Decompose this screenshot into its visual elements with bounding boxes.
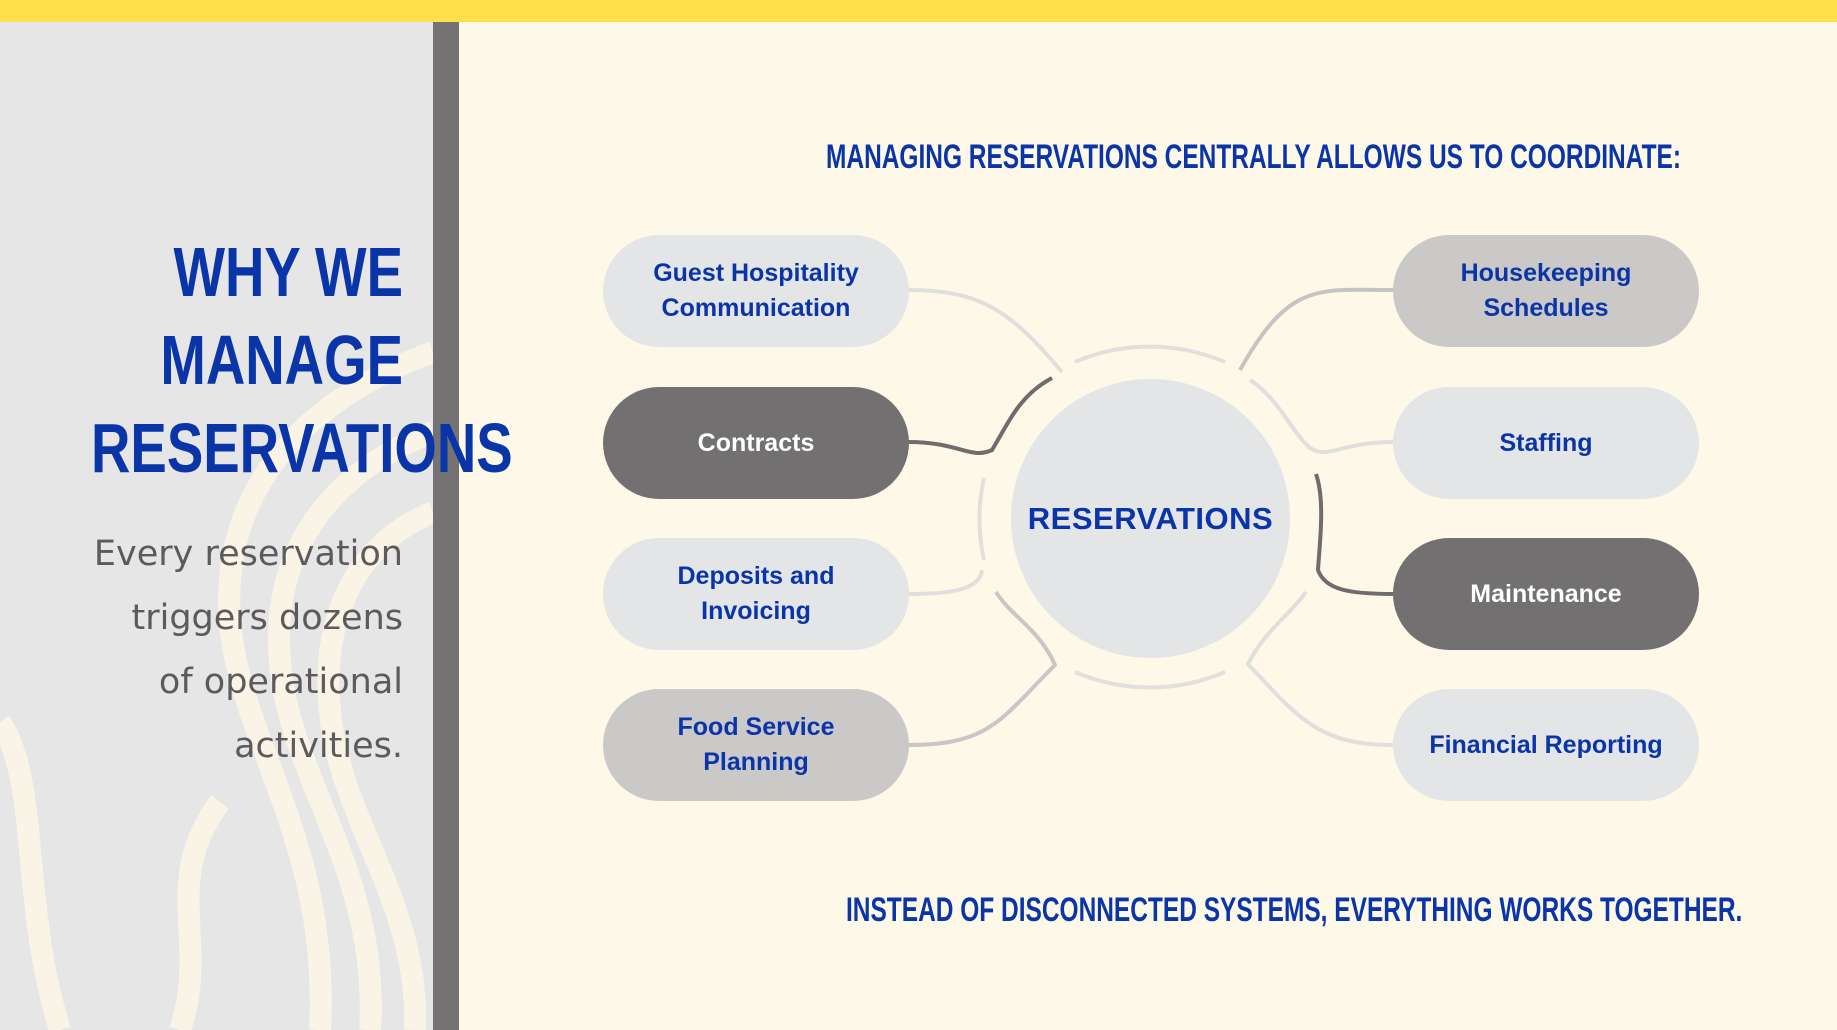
intro-text: Every reservation triggers dozens of ope… (43, 522, 403, 778)
connector-financial (1245, 590, 1394, 747)
node-label-line: Deposits and (677, 562, 835, 590)
intro-line: Every reservation (93, 534, 403, 574)
connector-contracts (907, 376, 1053, 456)
title-line: MANAGE (160, 321, 403, 399)
connector-food (907, 590, 1058, 747)
node-label-line: Contracts (697, 428, 815, 457)
node-label-line: Guest Hospitality (653, 259, 859, 287)
decorative-swirl-pattern (0, 341, 433, 1030)
ring-arc-left (977, 477, 986, 561)
connector-housekeeping (1238, 287, 1394, 371)
hub-label: RESERVATIONS (1027, 500, 1274, 536)
node-label-line: Invoicing (701, 597, 811, 625)
node-financial-reporting: Financial Reporting (1393, 689, 1699, 801)
node-label-line: Financial Reporting (1429, 730, 1663, 759)
vertical-divider (433, 22, 459, 1030)
connector-guest (907, 288, 1064, 374)
node-staffing: Staffing (1393, 387, 1699, 499)
node-maintenance: Maintenance (1393, 538, 1699, 650)
footer-statement: INSTEAD OF DISCONNECTED SYSTEMS, EVERYTH… (846, 891, 1743, 929)
connector-deposits (907, 569, 984, 596)
node-label-line: Food Service (677, 713, 835, 741)
title-line: WHY WE (173, 233, 403, 311)
ring-arc-bottom (1074, 670, 1226, 690)
intro-line: of operational (158, 662, 403, 702)
connector-staffing (1248, 378, 1394, 454)
node-contracts: Contracts (603, 387, 909, 499)
node-label-line: Schedules (1483, 294, 1609, 322)
node-label-line: Planning (703, 748, 809, 776)
node-label-line: Staffing (1499, 428, 1593, 457)
ring-arc-top (1074, 344, 1226, 364)
intro-line: triggers dozens (131, 598, 403, 638)
node-label-line: Housekeeping (1460, 259, 1632, 287)
intro-line: activities. (234, 726, 403, 766)
top-accent-bar (0, 0, 1837, 22)
hub-reservations: RESERVATIONS (1011, 379, 1290, 658)
node-label-line: Communication (661, 294, 851, 322)
connector-maintenance (1314, 473, 1394, 596)
left-panel (0, 22, 433, 1030)
node-label-line: Maintenance (1470, 579, 1622, 608)
